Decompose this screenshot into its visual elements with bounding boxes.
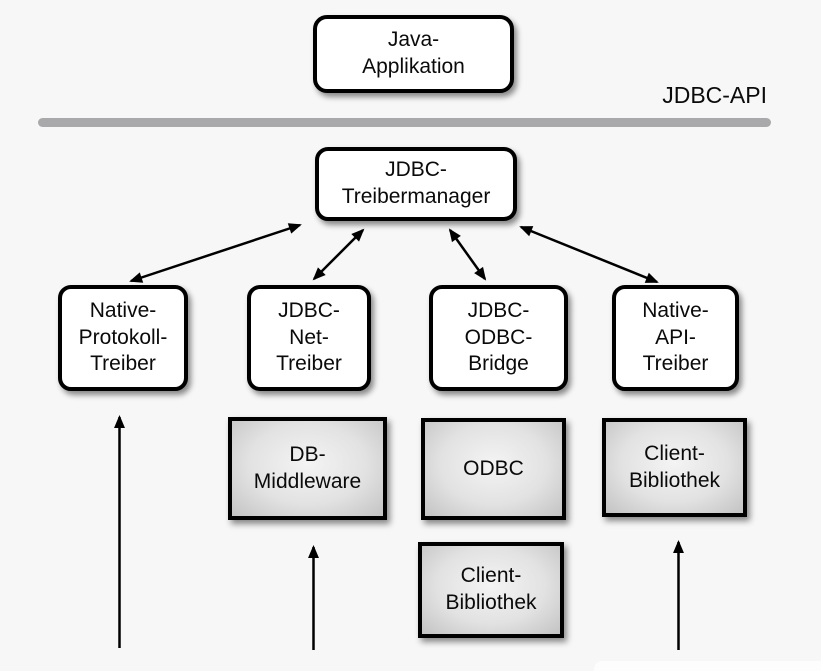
node-label: ODBC [463, 456, 524, 480]
node-label: Client- Bibliothek [445, 564, 537, 614]
node-jdbc-net-treiber: JDBC- Net- Treiber [247, 285, 371, 391]
node-label: JDBC- ODBC- Bridge [464, 298, 533, 376]
node-native-api-treiber: Native- API- Treiber [612, 285, 739, 391]
node-db-middleware: DB- Middleware [228, 417, 387, 520]
node-jdbc-odbc-bridge: JDBC- ODBC- Bridge [429, 285, 568, 391]
node-label: Client- Bibliothek [628, 441, 721, 492]
node-label: DB- Middleware [253, 442, 362, 493]
arrow-treibermanager-native-api [519, 225, 659, 284]
node-client-bibliothek-bottom: Client- Bibliothek [418, 542, 564, 638]
node-label: Java- Applikation [362, 28, 465, 78]
arrow-treibermanager-jdbc-odbc [448, 228, 487, 281]
node-label: Native- API- Treiber [642, 298, 709, 376]
node-label: JDBC- Treibermanager [341, 158, 491, 208]
node-odbc: ODBC [421, 418, 566, 520]
node-label: Native- Protokoll- Treiber [78, 298, 168, 376]
node-label: JDBC- Net- Treiber [276, 298, 342, 376]
node-java-applikation: Java- Applikation [313, 15, 514, 93]
node-client-bibliothek-right: Client- Bibliothek [602, 418, 747, 517]
arrow-treibermanager-jdbc-net [312, 228, 365, 281]
jdbc-api-label: JDBC-API [662, 82, 767, 108]
arrow-treibermanager-native-protokoll [129, 223, 302, 283]
node-jdbc-treibermanager: JDBC- Treibermanager [315, 147, 517, 221]
jdbc-api-divider-line [38, 118, 771, 127]
cropped-box-edge [594, 661, 821, 671]
node-native-protokoll-treiber: Native- Protokoll- Treiber [58, 285, 188, 391]
